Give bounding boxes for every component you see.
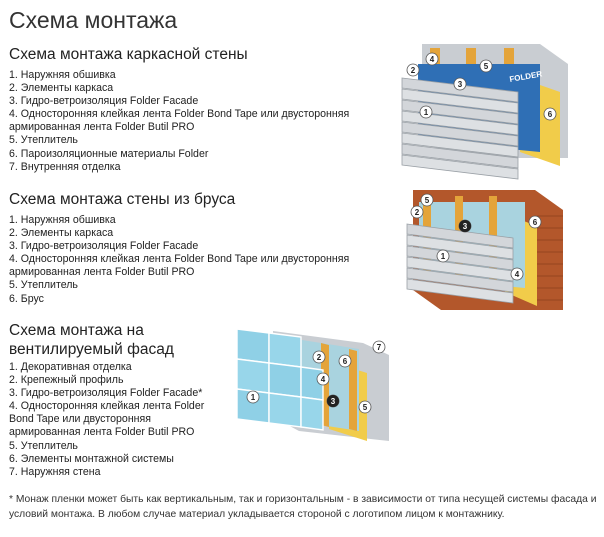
list-item: 2. Элементы каркаса xyxy=(9,227,114,240)
label-3: 3 xyxy=(463,222,468,231)
section-title-frame-wall: Схема монтажа каркасной стены xyxy=(9,46,248,63)
list-item: 7. Внутренняя отделка xyxy=(9,160,121,173)
list-item: 2. Крепежный профиль xyxy=(9,374,124,387)
label-2: 2 xyxy=(411,66,416,75)
vent-facade-diagram: 1 2 3 4 5 6 7 xyxy=(236,328,389,441)
list-item: 1. Наружняя обшивка xyxy=(9,69,116,81)
timber-wall-diagram: 2 5 3 1 4 6 xyxy=(406,190,563,310)
label-6: 6 xyxy=(533,218,538,227)
label-5: 5 xyxy=(425,196,430,205)
label-7: 7 xyxy=(377,343,382,352)
label-5: 5 xyxy=(484,62,489,71)
section-title-timber-wall: Схема монтажа стены из бруса xyxy=(9,191,236,208)
label-4: 4 xyxy=(430,55,435,64)
label-2: 2 xyxy=(317,353,322,362)
frame-wall-list: 1. Наружняя обшивка 2. Элементы каркаса … xyxy=(9,69,401,174)
frame-wall-diagram: FOLDER 2 4 3 5 1 6 xyxy=(401,44,568,180)
siding-boards xyxy=(401,77,519,180)
list-item: 5. Утеплитель xyxy=(9,134,78,147)
list-item: 4. Односторонняя клейкая лента Folder Bo… xyxy=(9,400,205,439)
label-1: 1 xyxy=(251,393,256,402)
list-item: 6. Элементы монтажной системы xyxy=(9,452,174,465)
list-item: 6. Пароизоляционные материалы Folder xyxy=(9,147,209,160)
list-item: 5. Утеплитель xyxy=(9,279,78,292)
label-4: 4 xyxy=(321,375,326,384)
list-item: 3. Гидро-ветроизоляция Folder Facade xyxy=(9,95,199,108)
list-item: 6. Брус xyxy=(9,292,44,305)
list-item: 3. Гидро-ветроизоляция Folder Facade xyxy=(9,240,199,253)
list-item: 3. Гидро-ветроизоляция Folder Facade* xyxy=(9,387,203,400)
vent-facade-list: 1. Декоративная отделка 2. Крепежный про… xyxy=(9,361,209,479)
label-2: 2 xyxy=(415,208,420,217)
label-6: 6 xyxy=(343,357,348,366)
label-3: 3 xyxy=(458,80,463,89)
list-item: 1. Наружняя обшивка xyxy=(9,214,116,226)
list-item: 4. Односторонняя клейкая лента Folder Bo… xyxy=(9,108,350,134)
page-title: Схема монтажа xyxy=(9,7,178,33)
label-3: 3 xyxy=(331,397,336,406)
label-1: 1 xyxy=(424,108,429,117)
label-5: 5 xyxy=(363,403,368,412)
list-item: 1. Декоративная отделка xyxy=(9,361,132,373)
timber-wall-list: 1. Наружняя обшивка 2. Элементы каркаса … xyxy=(9,214,401,306)
list-item: 4. Односторонняя клейкая лента Folder Bo… xyxy=(9,253,350,279)
facade-tiles xyxy=(236,328,324,431)
label-6: 6 xyxy=(548,110,553,119)
label-1: 1 xyxy=(441,252,446,261)
section-title-vent-facade: Схема монтажа на вентилируемый фасад xyxy=(9,322,174,358)
list-item: 2. Элементы каркаса xyxy=(9,82,114,95)
siding-boards xyxy=(406,223,514,304)
list-item: 5. Утеплитель xyxy=(9,439,78,452)
list-item: 7. Наружняя стена xyxy=(9,465,101,478)
footnote: * Монаж пленки может быть как вертикальн… xyxy=(9,494,597,520)
label-4: 4 xyxy=(515,270,520,279)
